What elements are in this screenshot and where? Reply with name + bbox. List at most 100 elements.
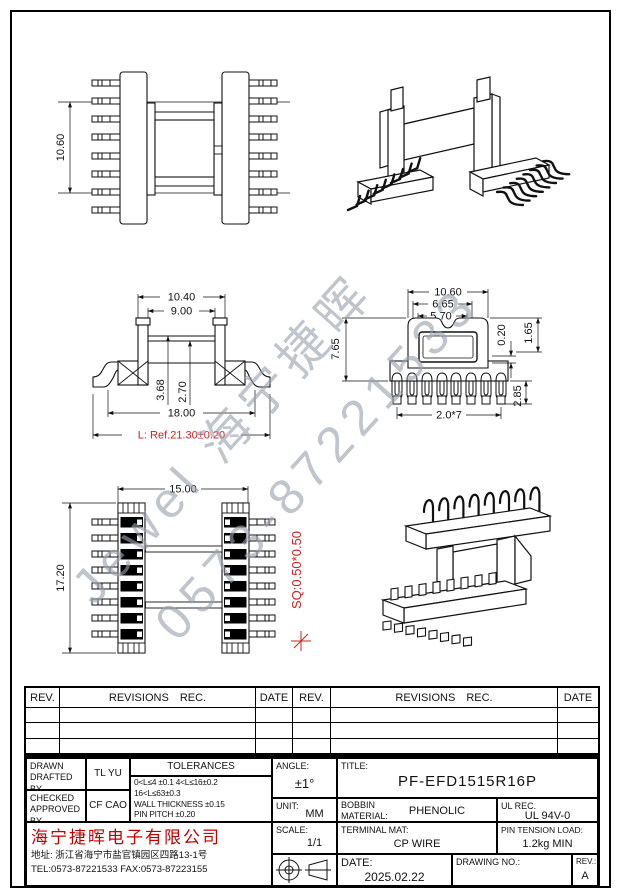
drawing-no-label: DRAWING NO.: <box>456 857 521 867</box>
rev-cell-empty <box>293 738 331 754</box>
top-view-drawing: 10.60 <box>55 71 290 225</box>
date-cell: DATE: 2025.02.22 <box>337 854 452 886</box>
bottom-view-drawing: 15.00 <box>55 484 311 654</box>
rev-header: REV. <box>293 688 331 708</box>
angle-label: ANGLE: <box>276 761 310 771</box>
rev-cell-empty <box>293 708 331 724</box>
checked-by-label-cell: CHECKED APPROVED BY <box>26 790 86 822</box>
rev-header: REVISIONS REC. <box>60 688 256 708</box>
dim-side-v4: 2.85 <box>512 385 524 406</box>
dim-bottom-sq: SQ:0.50*0.50 <box>289 531 304 609</box>
rev-cell-empty <box>331 708 558 724</box>
revisions-table: REV. REVISIONS REC. DATE REV. REVISIONS … <box>24 686 600 756</box>
dim-side-v3: 1.65 <box>523 322 535 343</box>
bottom-dim-lines-top <box>117 486 249 503</box>
dim-front-ref: L: Ref.21.30±0.20 <box>138 430 225 442</box>
tolerance-line2: 16<L≤63±0.3 <box>134 787 181 798</box>
dim-front-v1: 3.68 <box>155 379 167 400</box>
title-label: TITLE: <box>341 761 369 771</box>
dim-side-v1: 7.65 <box>330 338 342 359</box>
dim-bottom-w: 15.00 <box>169 484 197 496</box>
iso2-top-hooks <box>422 486 541 526</box>
date-value: 2025.02.22 <box>364 870 425 884</box>
rev-label: REV.: <box>576 857 597 866</box>
drawn-label-line2: DRAFTED BY <box>30 772 73 790</box>
rev-header: DATE <box>256 688 293 708</box>
rev-header: REV. <box>26 688 60 708</box>
tolerances-body: 0<L≤4 ±0.1 4<L≤16±0.2 16<L≤63±0.3 WALL T… <box>130 776 272 822</box>
rev-cell-empty <box>256 723 293 739</box>
dim-front-w2: 9.00 <box>171 306 192 318</box>
angle-value: ±1° <box>294 776 315 791</box>
side-winding-window <box>418 331 478 363</box>
front-dim-lines-mid <box>166 335 192 405</box>
isometric-view-top <box>346 76 571 212</box>
rev-cell-empty <box>558 723 598 739</box>
pin-tension-value: 1.2kg MIN <box>522 838 573 850</box>
side-view-drawing: 10.60 6.65 5.70 <box>330 287 542 422</box>
third-angle-projection-symbol <box>275 857 331 883</box>
bobbin-material-cell: BOBBIN MATERIAL: PHENOLIC <box>337 798 497 822</box>
unit-label: UNIT: <box>276 801 299 811</box>
isometric-view-bottom <box>380 486 553 647</box>
bottom-pin-pads <box>120 517 247 640</box>
ul-rec-cell: UL REC. UL 94V-0 <box>497 798 598 822</box>
angle-cell: ANGLE: ±1° <box>272 758 337 798</box>
drawn-by-label-cell: DRAWN DRAFTED BY <box>26 758 86 790</box>
rev-header: REVISIONS REC. <box>331 688 558 708</box>
bobbin-material-value: PHENOLIC <box>408 805 466 817</box>
front-body <box>117 317 246 386</box>
bottom-pin-columns <box>117 502 250 654</box>
rev-cell-empty <box>26 738 60 754</box>
bottom-dim-lines-left <box>62 502 116 654</box>
scale-cell: SCALE: 1/1 <box>272 822 337 854</box>
side-winding-window-inner <box>422 335 474 359</box>
iso-gullwing-pins-right <box>495 159 571 207</box>
front-body-details <box>117 335 246 386</box>
rev-header: DATE <box>558 688 598 708</box>
bobbin-top-body <box>119 71 250 225</box>
rev-cell-empty <box>293 723 331 739</box>
title-block: DRAWN DRAFTED BY TL YU CHECKED APPROVED … <box>24 756 600 888</box>
front-dim-lines-bottom <box>92 390 271 439</box>
drawn-by-value: TL YU <box>86 758 130 790</box>
dim-top-height: 10.60 <box>55 134 67 162</box>
bobbin-top-details <box>155 111 222 187</box>
ul-label: UL REC. <box>501 801 537 811</box>
tolerance-line3: WALL THICKNESS ±0.15 <box>134 798 225 809</box>
bobbin-label-line2: MATERIAL: <box>341 811 388 822</box>
dim-side-w2: 6.65 <box>432 299 453 311</box>
iso2-lower-pins <box>390 571 497 601</box>
iso2-body <box>380 507 553 624</box>
drawn-label-line1: DRAWN <box>30 761 64 771</box>
dim-side-pitch: 2.0*7 <box>436 410 462 422</box>
tolerance-line1: 0<L≤4 ±0.1 4<L≤16±0.2 <box>134 777 218 787</box>
terminal-value: CP WIRE <box>393 838 441 850</box>
checked-by-value: CF CAO <box>86 790 130 822</box>
rev-cell-empty <box>60 708 256 724</box>
iso2-feet <box>382 620 473 647</box>
drawing-no-cell: DRAWING NO.: <box>452 854 572 886</box>
rev-cell-empty <box>558 708 598 724</box>
terminal-material-cell: TERMINAL MAT: CP WIRE <box>337 822 497 854</box>
rev-value: A <box>581 870 589 882</box>
iso-bobbin <box>356 76 551 206</box>
rev-cell-empty <box>331 723 558 739</box>
checked-label-line2: APPROVED BY <box>30 804 81 822</box>
dim-front-v2: 2.70 <box>177 381 189 402</box>
date-label: DATE: <box>341 857 373 869</box>
tolerances-title: TOLERANCES <box>130 758 272 776</box>
iso-pins-left <box>346 157 422 212</box>
company-address: 地址: 浙江省海宁市盐官镇园区四路13-1号 <box>31 850 208 862</box>
dim-side-v2: 0.20 <box>496 324 508 345</box>
ul-value: UL 94V-0 <box>524 810 571 822</box>
front-view-drawing: 10.40 9.00 3.68 2.70 <box>92 292 271 442</box>
terminal-label: TERMINAL MAT: <box>341 825 409 835</box>
unit-value: MM <box>305 808 324 820</box>
checked-label-line1: CHECKED <box>30 793 75 803</box>
unit-cell: UNIT: MM <box>272 798 337 822</box>
rev-cell-empty <box>331 738 558 754</box>
pin-tension-cell: PIN TENSION LOAD: 1.2kg MIN <box>497 822 598 854</box>
side-pin-loops <box>391 372 507 405</box>
